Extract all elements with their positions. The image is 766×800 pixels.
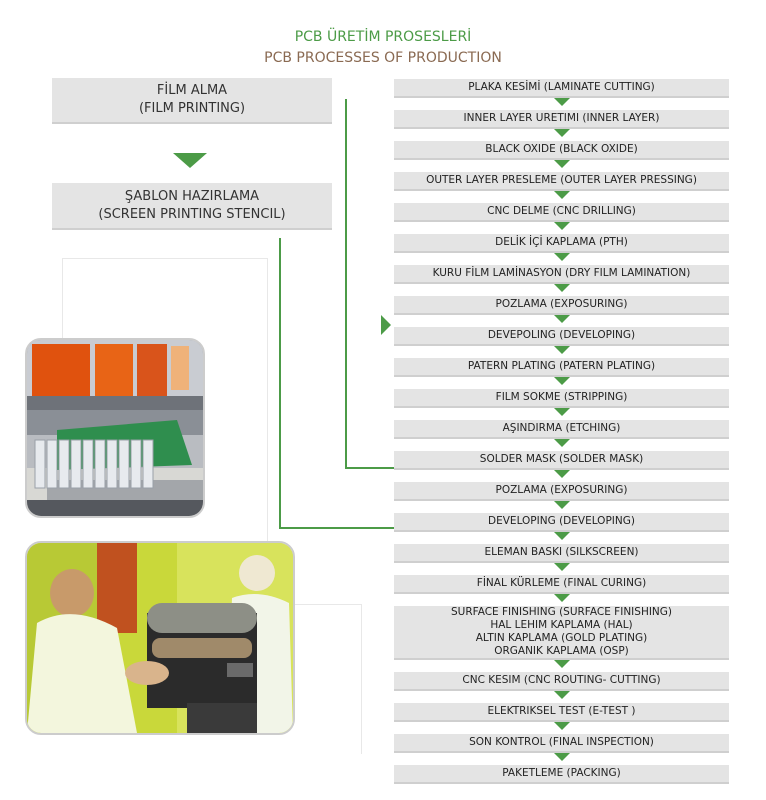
process-step-label: POZLAMA (EXPOSURING) <box>495 484 628 496</box>
process-step: PLAKA KESİMİ (LAMINATE CUTTING) <box>394 79 729 106</box>
frame-line <box>291 604 361 605</box>
process-step: OUTER LAYER PRESLEME (OUTER LAYER PRESSI… <box>394 172 729 199</box>
process-step: SURFACE FINISHING (SURFACE FINISHING)HAL… <box>394 606 729 668</box>
box-label-line1: ŞABLON HAZIRLAMA <box>124 188 260 204</box>
process-step: DEVEPOLING (DEVELOPING) <box>394 327 729 354</box>
process-step-label: PATERN PLATING (PATERN PLATING) <box>467 360 656 372</box>
down-arrow-icon <box>553 98 570 106</box>
process-step-label: PLAKA KESİMİ (LAMINATE CUTTING) <box>468 81 655 93</box>
process-step: DELİK İÇİ KAPLAMA (PTH) <box>394 234 729 261</box>
process-step-label: ELEKTRIKSEL TEST (E-TEST ) <box>487 705 636 717</box>
box-label-line1: FİLM ALMA <box>156 83 228 98</box>
frame-line <box>361 604 362 754</box>
process-step-label: SURFACE FINISHING (SURFACE FINISHING) <box>450 606 673 618</box>
process-step-label: KURU FİLM LAMİNASYON (DRY FILM LAMINATIO… <box>432 267 691 279</box>
process-step: PATERN PLATING (PATERN PLATING) <box>394 358 729 385</box>
down-arrow-icon <box>553 284 570 292</box>
process-step-label: CNC DELME (CNC DRILLING) <box>487 205 636 217</box>
process-step: SON KONTROL (FINAL INSPECTION) <box>394 734 729 761</box>
film-printing-box: FİLM ALMA (FILM PRINTING) <box>52 78 332 124</box>
process-step-label: DELİK İÇİ KAPLAMA (PTH) <box>495 236 628 248</box>
process-step: CNC DELME (CNC DRILLING) <box>394 203 729 230</box>
box-label-line2: (FILM PRINTING) <box>138 101 246 116</box>
down-arrow-icon <box>553 315 570 323</box>
process-step-label: BLACK OXIDE (BLACK OXIDE) <box>485 143 638 155</box>
process-step: BLACK OXIDE (BLACK OXIDE) <box>394 141 729 168</box>
process-step: INNER LAYER URETIMI (INNER LAYER) <box>394 110 729 137</box>
down-arrow-icon <box>553 408 570 416</box>
title-english: PCB PROCESSES OF PRODUCTION <box>264 50 502 66</box>
process-step-label: AŞINDIRMA (ETCHING) <box>502 422 621 434</box>
process-step-label: INNER LAYER URETIMI (INNER LAYER) <box>463 112 660 124</box>
process-step: PAKETLEME (PACKING) <box>394 765 729 784</box>
connector-film-to-exposuring-h <box>345 467 394 469</box>
process-step: CNC KESIM (CNC ROUTING- CUTTING) <box>394 672 729 699</box>
stencil-box: ŞABLON HAZIRLAMA (SCREEN PRINTING STENCI… <box>52 183 332 230</box>
process-step: KURU FİLM LAMİNASYON (DRY FILM LAMINATIO… <box>394 265 729 292</box>
process-step: FILM SOKME (STRIPPING) <box>394 389 729 416</box>
process-step: ELEKTRIKSEL TEST (E-TEST ) <box>394 703 729 730</box>
down-arrow-icon <box>553 253 570 261</box>
down-arrow-icon <box>553 222 570 230</box>
process-step-label: HAL LEHIM KAPLAMA (HAL) <box>490 619 633 631</box>
down-arrow-icon <box>553 439 570 447</box>
process-step-label: FİNAL KÜRLEME (FINAL CURING) <box>476 577 647 589</box>
process-step: FİNAL KÜRLEME (FINAL CURING) <box>394 575 729 602</box>
process-step-label: ELEMAN BASKI (SILKSCREEN) <box>484 546 639 558</box>
down-arrow-icon <box>553 532 570 540</box>
down-arrow-icon <box>553 346 570 354</box>
down-arrow-icon <box>553 691 570 699</box>
process-step-label: OUTER LAYER PRESLEME (OUTER LAYER PRESSI… <box>426 174 697 186</box>
connector-stencil-to-silkscreen-h <box>279 527 394 529</box>
process-step-label: ORGANIK KAPLAMA (OSP) <box>494 645 629 657</box>
process-step-label: SOLDER MASK (SOLDER MASK) <box>479 453 644 465</box>
down-arrow-icon <box>553 470 570 478</box>
frame-line <box>62 258 63 338</box>
process-step: POZLAMA (EXPOSURING) <box>394 482 729 509</box>
down-arrow-icon <box>553 722 570 730</box>
process-step: ELEMAN BASKI (SILKSCREEN) <box>394 544 729 571</box>
connector-stencil-to-silkscreen <box>279 238 281 529</box>
process-step-label: DEVELOPING (DEVELOPING) <box>488 515 635 527</box>
down-arrow-icon <box>553 377 570 385</box>
process-step: DEVELOPING (DEVELOPING) <box>394 513 729 540</box>
down-arrow-icon <box>553 160 570 168</box>
process-steps: PLAKA KESİMİ (LAMINATE CUTTING) INNER LAY… <box>394 79 729 784</box>
process-step: POZLAMA (EXPOSURING) <box>394 296 729 323</box>
process-step-label: CNC KESIM (CNC ROUTING- CUTTING) <box>462 674 661 686</box>
process-step-label: POZLAMA (EXPOSURING) <box>495 298 628 310</box>
down-arrow-icon <box>553 191 570 199</box>
down-arrow-icon <box>553 594 570 602</box>
frame-line <box>267 258 268 541</box>
process-step-label: PAKETLEME (PACKING) <box>502 767 621 779</box>
pointer-arrow-icon <box>381 315 391 335</box>
down-arrow-icon <box>173 153 207 168</box>
title-turkish: PCB ÜRETİM PROSESLERİ <box>294 29 472 45</box>
process-step: AŞINDIRMA (ETCHING) <box>394 420 729 447</box>
process-step-label: FILM SOKME (STRIPPING) <box>495 391 628 403</box>
down-arrow-icon <box>553 129 570 137</box>
frame-line <box>62 258 267 259</box>
process-step-label: ALTIN KAPLAMA (GOLD PLATING) <box>475 632 648 644</box>
laminator-photo <box>25 541 295 735</box>
conveyor-photo <box>25 338 205 518</box>
down-arrow-icon <box>553 501 570 509</box>
connector-film-to-exposuring <box>345 99 347 469</box>
box-label-line2: (SCREEN PRINTING STENCIL) <box>98 206 286 222</box>
process-step-label: SON KONTROL (FINAL INSPECTION) <box>469 736 654 748</box>
down-arrow-icon <box>553 563 570 571</box>
down-arrow-icon <box>553 753 570 761</box>
down-arrow-icon <box>553 660 570 668</box>
process-step: SOLDER MASK (SOLDER MASK) <box>394 451 729 478</box>
process-step-label: DEVEPOLING (DEVELOPING) <box>487 329 636 341</box>
